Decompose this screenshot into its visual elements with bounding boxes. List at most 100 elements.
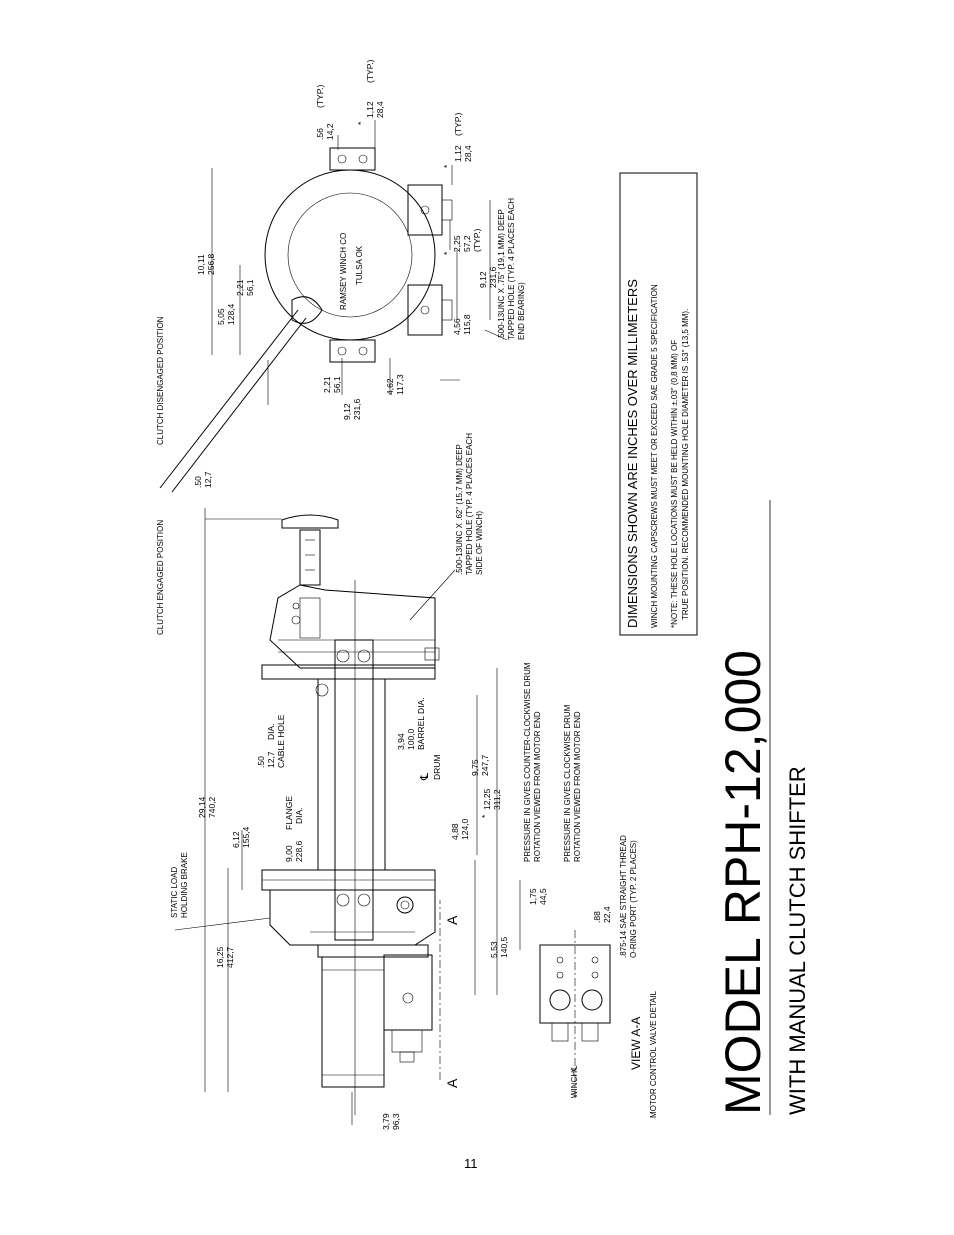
dim-221a-mm: 56,1: [245, 279, 255, 296]
cable-hole-dia: DIA.: [266, 723, 276, 740]
static-load-label: STATIC LOAD: [170, 867, 179, 918]
model-title: MODEL RPH-12,000: [715, 650, 771, 1115]
dim-225-in: 2,25: [452, 235, 462, 252]
holding-brake-label: HOLDING BRAKE: [180, 852, 189, 918]
flange-dia: DIA.: [294, 807, 304, 824]
dim-1225-star: *: [480, 814, 490, 818]
section-a-bottom: A: [444, 1078, 460, 1088]
dim-056-typ: (TYP.): [315, 84, 325, 108]
tapped-end-1: .500-13UNC X .75" (19,1 MM) DEEP: [497, 209, 506, 340]
dim-912b-in: 9,12: [478, 271, 488, 288]
section-a-top: A: [444, 915, 460, 925]
dimension-lines: [174, 120, 521, 1125]
nameplate-1: RAMSEY WINCH CO: [339, 233, 348, 310]
clutch-disengaged-label: CLUTCH DISENGAGED POSITION: [156, 316, 165, 445]
dim-612-mm: 155,4: [241, 826, 251, 848]
dim-379-mm: 96,3: [391, 1113, 401, 1130]
flange-in: 9,00: [284, 845, 294, 862]
dim-221b-mm: 56,1: [332, 376, 342, 393]
dim-912b-mm: 231,6: [488, 266, 498, 288]
barrel-mm: 100,0: [406, 728, 416, 750]
dim-112b-mm: 28,4: [463, 145, 473, 162]
ccw-note-2: ROTATION VIEWED FROM MOTOR END: [533, 711, 542, 862]
port-note-1: .875-14 SAE STRAIGHT THREAD: [619, 835, 628, 958]
dim-505-mm: 128,4: [226, 303, 236, 325]
dim-1011-mm: 256,8: [206, 253, 216, 275]
dim-1011-in: 10,11: [196, 254, 206, 275]
dim-225-star: *: [442, 251, 452, 255]
tapped-side-2: TAPPED HOLE (TYP. 4 PLACES EACH: [465, 433, 474, 575]
rotated-text: MODEL RPH-12,000 WITH MANUAL CLUTCH SHIF…: [156, 59, 810, 1130]
dim-050-mm: 12,7: [203, 471, 213, 488]
cable-hole-in: .50: [256, 756, 266, 768]
motor-valve-label: MOTOR CONTROL VALVE DETAIL: [649, 990, 658, 1118]
info-line-2: *NOTE: THESE HOLE LOCATIONS MUST BE HELD…: [670, 340, 679, 628]
dim-112b-in: 1,12: [453, 145, 463, 162]
dim-488-in: 4,88: [450, 823, 460, 840]
info-line-1: WINCH MOUNTING CAPSCREWS MUST MEET OR EX…: [650, 284, 659, 628]
page-number: 11: [464, 1156, 478, 1171]
dim-612-in: 6,12: [231, 831, 241, 848]
cw-note-1: PRESSURE IN GIVES CLOCKWISE DRUM: [563, 704, 572, 862]
dim-2914-mm: 740,2: [207, 796, 217, 818]
dim-175-mm: 44,5: [538, 888, 548, 905]
winch-side-view: [205, 514, 441, 1115]
dim-912a-in: 9,12: [342, 403, 352, 420]
dim-056-in: .56: [315, 128, 325, 140]
barrel-in: 3,94: [396, 733, 406, 750]
dim-379-in: 3,79: [381, 1113, 391, 1130]
view-aa-valve: [539, 930, 611, 1100]
tapped-side-3: SIDE OF WINCH): [475, 511, 484, 575]
dim-225-typ: (TYP.): [472, 228, 482, 252]
dim-975-in: 9,75: [470, 759, 480, 776]
dim-112a-mm: 28,4: [375, 101, 385, 118]
dim-221a-in: 2,21: [235, 279, 245, 296]
drum-label: DRUM: [432, 755, 442, 781]
dim-975-mm: 247,7: [480, 754, 490, 776]
dim-088-in: .88: [592, 911, 602, 923]
dim-112b-star: *: [442, 164, 452, 168]
dim-2914-in: 29,14: [197, 796, 207, 818]
dim-553-mm: 140,5: [499, 936, 509, 958]
cable-hole-mm: 12,7: [266, 751, 276, 768]
dim-225-mm: 57,2: [462, 235, 472, 252]
barrel-label: BARREL DIA.: [416, 697, 426, 750]
winch-end-view: [159, 147, 453, 493]
tapped-end-2: TAPPED HOLE (TYP. 4 PLACES EACH: [507, 198, 516, 340]
dim-175-in: 1,75: [528, 888, 538, 905]
info-heading: DIMENSIONS SHOWN ARE INCHES OVER MILLIME…: [625, 279, 640, 628]
tapped-side-1: .500-13UNC X .62" (15,7 MM) DEEP: [455, 444, 464, 575]
dim-462-in: 4,62: [385, 378, 395, 395]
info-box: [619, 172, 698, 636]
dim-056-mm: 14,2: [325, 123, 335, 140]
dim-456-mm: 115,8: [462, 314, 472, 335]
tapped-end-3: END BEARING): [517, 282, 526, 340]
dim-088-mm: 22,4: [602, 906, 612, 923]
ccw-note-1: PRESSURE IN GIVES COUNTER-CLOCKWISE DRUM: [523, 662, 532, 862]
dim-1625-mm: 412,7: [225, 946, 235, 968]
dim-505-in: 5,05: [216, 308, 226, 325]
dim-050-in: .50: [193, 476, 203, 488]
dim-553-in: 5,53: [489, 941, 499, 958]
winch-centerline: WINCH℄: [570, 1065, 579, 1098]
clutch-engaged-label: CLUTCH ENGAGED POSITION: [156, 520, 165, 635]
dim-1225-mm: 311,2: [492, 789, 502, 810]
dim-112a-star: *: [356, 121, 366, 125]
nameplate-2: TULSA OK: [355, 245, 364, 285]
flange-mm: 228,6: [294, 840, 304, 862]
dim-112b-typ: (TYP.): [453, 112, 463, 136]
dim-912a-mm: 231,6: [352, 398, 362, 420]
dim-456-in: 4,56: [452, 318, 462, 335]
model-subtitle: WITH MANUAL CLUTCH SHIFTER: [785, 766, 810, 1115]
dim-221b-in: 2,21: [322, 376, 332, 393]
dim-1625-in: 16,25: [215, 946, 225, 968]
view-aa-label: VIEW A-A: [629, 1017, 643, 1070]
dim-462-mm: 117,3: [395, 374, 405, 395]
dim-488-mm: 124,0: [460, 818, 470, 840]
flange-label: FLANGE: [284, 796, 294, 830]
info-line-3: TRUE POSITION. RECOMMENDED MOUNTING HOLE…: [681, 309, 690, 620]
dim-112a-typ: (TYP.): [365, 59, 375, 83]
dim-112a-in: 1,12: [365, 101, 375, 118]
cable-hole-label: CABLE HOLE: [276, 714, 286, 768]
